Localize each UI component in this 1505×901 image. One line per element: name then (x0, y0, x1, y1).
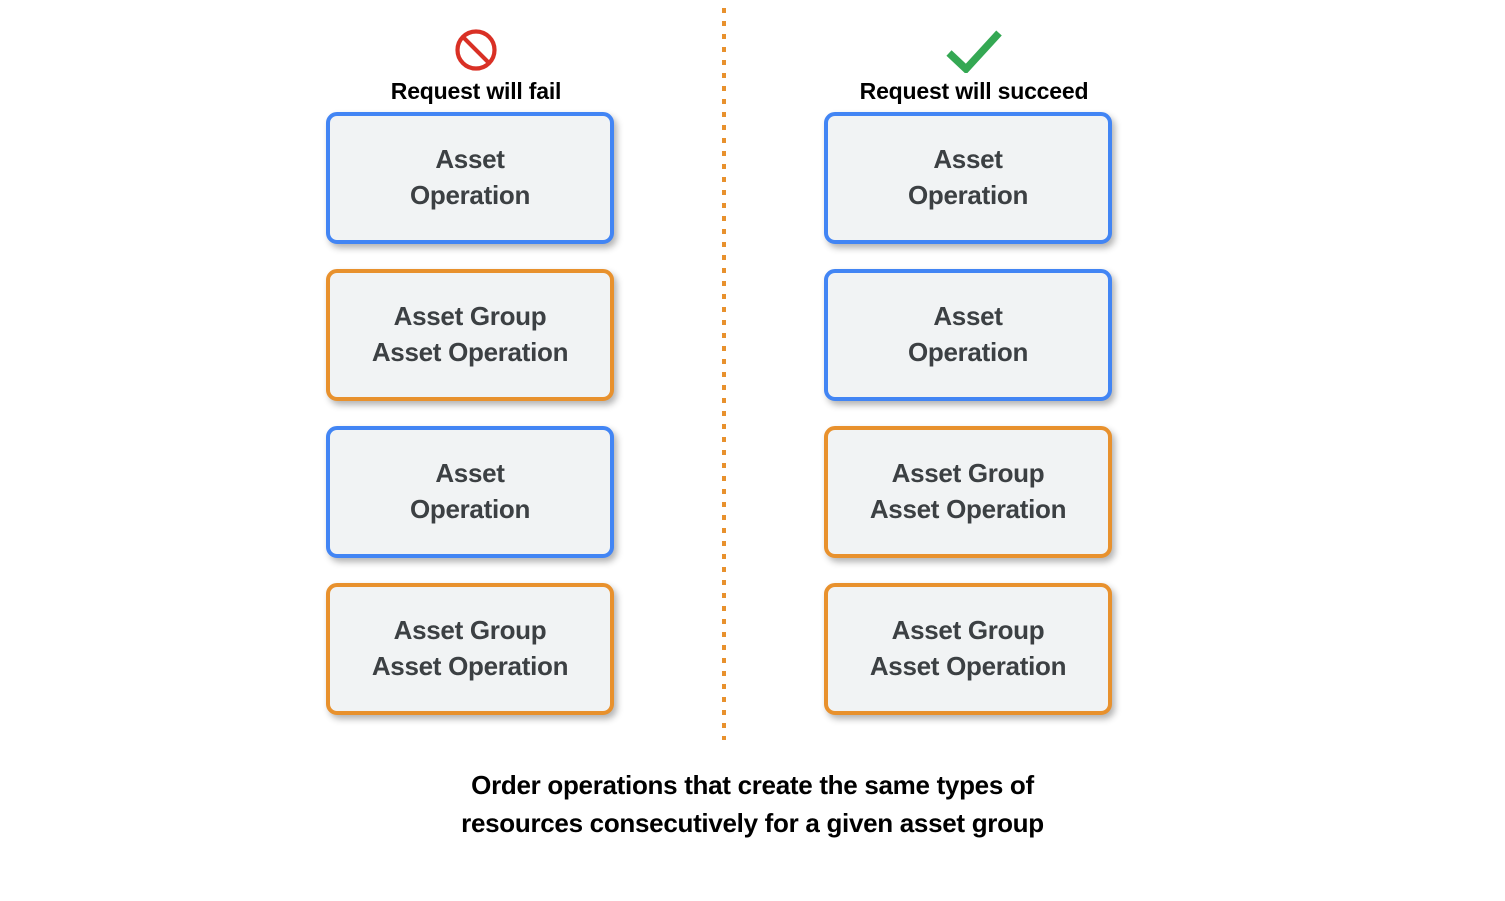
column-succeed: Request will succeed Asset Operation Ass… (824, 8, 1124, 715)
card-label: Asset Group Asset Operation (371, 301, 569, 367)
card-label: Asset Operation (907, 144, 1029, 210)
card-label: Asset Group Asset Operation (869, 615, 1067, 681)
card-label: Asset Operation (409, 458, 531, 524)
card-asset-group-asset-operation[interactable]: Asset Group Asset Operation (824, 426, 1112, 558)
column-title-fail: Request will fail (390, 77, 562, 104)
card-asset-operation[interactable]: Asset Operation (824, 112, 1112, 244)
card-label: Asset Group Asset Operation (869, 458, 1067, 524)
card-label: Asset Operation (907, 301, 1029, 367)
card-asset-group-asset-operation[interactable]: Asset Group Asset Operation (326, 269, 614, 401)
card-stack-fail: Asset Operation Asset Group Asset Operat… (326, 112, 626, 715)
diagram-caption: Order operations that create the same ty… (461, 770, 1044, 839)
card-label: Asset Group Asset Operation (371, 615, 569, 681)
prohibited-icon (453, 27, 499, 73)
card-asset-operation[interactable]: Asset Operation (824, 269, 1112, 401)
column-header-succeed: Request will succeed (824, 8, 1124, 104)
card-asset-group-asset-operation[interactable]: Asset Group Asset Operation (824, 583, 1112, 715)
card-label: Asset Operation (409, 144, 531, 210)
column-fail: Request will fail Asset Operation Asset … (326, 8, 626, 715)
card-asset-group-asset-operation[interactable]: Asset Group Asset Operation (326, 583, 614, 715)
column-title-succeed: Request will succeed (859, 77, 1089, 104)
card-asset-operation[interactable]: Asset Operation (326, 426, 614, 558)
column-header-fail: Request will fail (326, 8, 626, 104)
card-stack-succeed: Asset Operation Asset Operation Asset Gr… (824, 112, 1124, 715)
column-divider (722, 8, 726, 740)
card-asset-operation[interactable]: Asset Operation (326, 112, 614, 244)
checkmark-icon (943, 27, 1005, 75)
